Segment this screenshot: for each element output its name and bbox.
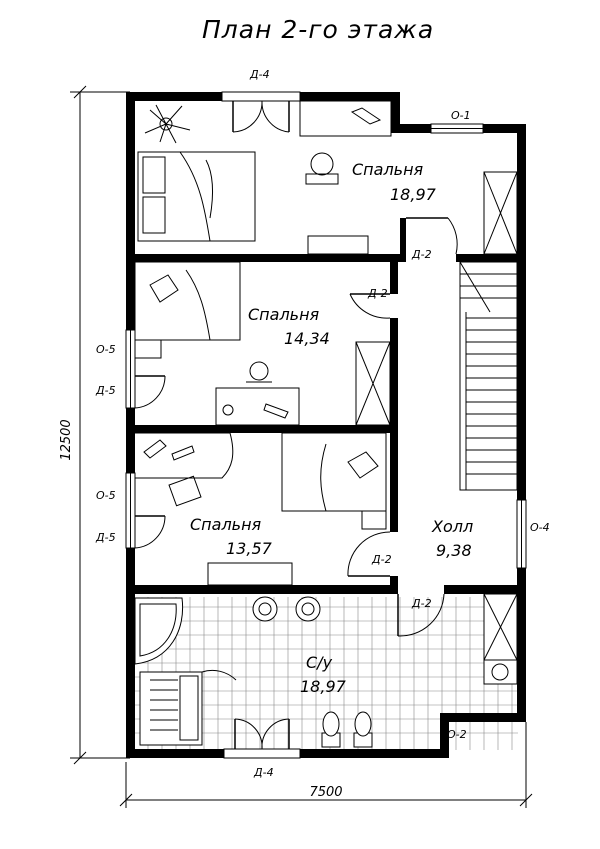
room-name-bathroom: С/у [306, 653, 333, 672]
bathtub [134, 597, 184, 665]
bed-lower-bedroom [281, 432, 387, 512]
nightstand-middle-bedroom [134, 339, 162, 359]
washbasin-corner [483, 659, 518, 685]
room-area-bedroom-lower: 13,57 [226, 539, 273, 558]
door-bedroom-middle [349, 293, 391, 319]
dimension-horizontal: 7500 [119, 722, 533, 808]
room-area-bathroom: 18,97 [300, 677, 347, 696]
tag-window-left-lower: О-5 [96, 489, 116, 502]
staircase [459, 261, 518, 491]
tag-window-left-upper: О-5 [96, 343, 116, 356]
walls [126, 92, 526, 758]
window-left-lower [125, 472, 136, 549]
tag-door-bedroom-top: Д-2 [411, 248, 432, 261]
wardrobe-middle-bedroom [355, 341, 391, 426]
sauna [139, 669, 237, 746]
room-name-bedroom-middle: Спальня [248, 305, 320, 324]
chair-middle-bedroom [246, 361, 272, 383]
room-area-bedroom-top: 18,97 [390, 185, 437, 204]
sink-right [295, 596, 321, 622]
door-bedroom-lower [347, 531, 391, 577]
bed-middle-bedroom [134, 261, 241, 341]
door-left-upper [134, 375, 166, 409]
room-name-hall: Холл [431, 517, 473, 536]
tag-window-right: О-4 [530, 521, 550, 534]
tag-door-left-lower: Д-5 [95, 531, 116, 544]
plant-icon [144, 104, 191, 144]
window-top-o1 [430, 123, 484, 134]
dimension-width-label: 7500 [309, 785, 342, 800]
tag-door-bathroom: Д-2 [411, 597, 432, 610]
door-bedroom-top [406, 217, 458, 255]
toilet [321, 711, 341, 748]
room-area-hall: 9,38 [436, 541, 472, 560]
plan-title: План 2-го этажа [202, 15, 434, 44]
tag-door-bedroom-lower: Д-2 [371, 553, 392, 566]
tag-door-bottom-exterior: Д-4 [253, 766, 274, 779]
nightstand-lower-bedroom [361, 510, 387, 530]
desk-top-bedroom [299, 100, 392, 137]
desk-middle-bedroom [215, 387, 300, 426]
dimension-vertical: 12500 [59, 85, 130, 765]
bed-top-bedroom [137, 151, 256, 242]
tag-door-top-exterior: Д-4 [249, 68, 270, 81]
chair-top-bedroom [305, 152, 339, 185]
bidet [353, 711, 373, 748]
tag-door-left-upper: Д-5 [95, 384, 116, 397]
window-left-upper [125, 329, 136, 409]
door-left-lower [134, 515, 166, 549]
chair-lower-bedroom [168, 475, 202, 507]
shower-cabin [483, 593, 518, 661]
room-area-bedroom-middle: 14,34 [284, 329, 330, 348]
door-top-exterior [221, 91, 301, 133]
window-right-o4 [516, 499, 527, 569]
dimension-height-label: 12500 [59, 419, 74, 460]
door-bottom-exterior [223, 718, 301, 759]
desk-lower-bedroom [135, 432, 234, 479]
window-bottom-o2 [449, 713, 499, 722]
sink-left [252, 596, 278, 622]
room-name-bedroom-top: Спальня [352, 160, 424, 179]
tag-window-bottom: О-2 [447, 728, 467, 741]
wardrobe-hall-right [483, 171, 518, 255]
room-name-bedroom-lower: Спальня [190, 515, 262, 534]
door-bathroom [397, 593, 445, 637]
tag-window-top: О-1 [451, 109, 471, 122]
dresser-lower-bedroom [207, 562, 293, 586]
tag-door-bedroom-middle: Д-2 [367, 287, 388, 300]
dresser-top-bedroom [307, 235, 369, 255]
